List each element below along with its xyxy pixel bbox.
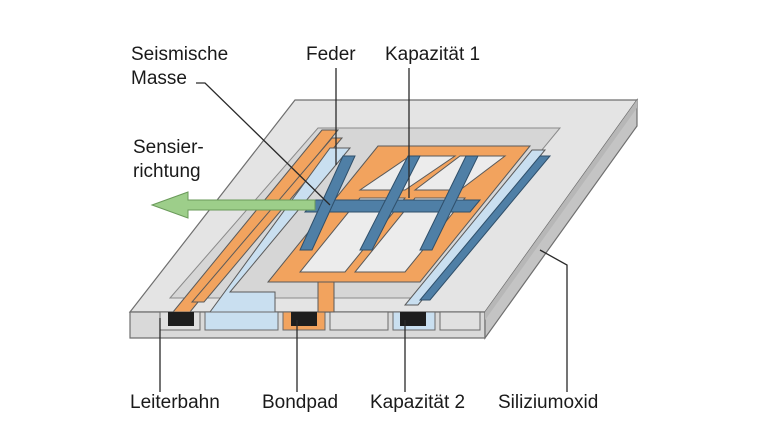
label-bondpad: Bondpad (262, 392, 339, 413)
mass-stem (317, 281, 335, 313)
pad-left-dark (168, 312, 194, 326)
pad-mid-dark (291, 312, 317, 326)
sensing-direction-arrow (150, 191, 316, 219)
comb-finger-2 (359, 155, 421, 251)
label-spring: Feder (306, 44, 356, 65)
electrode-right-light (403, 149, 547, 306)
label-sensing-direction-line2: richtung (133, 161, 201, 182)
pad-gray-3 (439, 311, 481, 331)
label-sensing-direction-line1: Sensier- (133, 137, 204, 158)
comb-finger-3 (419, 155, 479, 251)
leader-seismic-mass (196, 82, 331, 206)
label-silicon-oxide: Siliziumoxid (498, 392, 599, 413)
label-seismic-mass-line2: Masse (131, 68, 187, 89)
electrode-right-blue (418, 155, 552, 301)
pad-gray-2 (329, 311, 389, 331)
conductor-tracks (171, 129, 344, 313)
label-seismic-mass-line1: Seismische (131, 44, 229, 65)
comb-electrodes (299, 149, 552, 306)
leader-lines (159, 68, 568, 392)
label-conductor-track: Leiterbahn (130, 392, 220, 413)
oxide-layer-strip (485, 100, 637, 320)
conductor-track-inner (190, 137, 344, 303)
bond-pads (159, 311, 481, 331)
pad-right-dark (400, 312, 426, 326)
label-capacitance-2: Kapazität 2 (370, 392, 466, 413)
leader-silicon-oxide (539, 249, 568, 392)
pad-gray-1 (204, 311, 279, 331)
label-capacitance-1: Kapazität 1 (385, 44, 481, 65)
